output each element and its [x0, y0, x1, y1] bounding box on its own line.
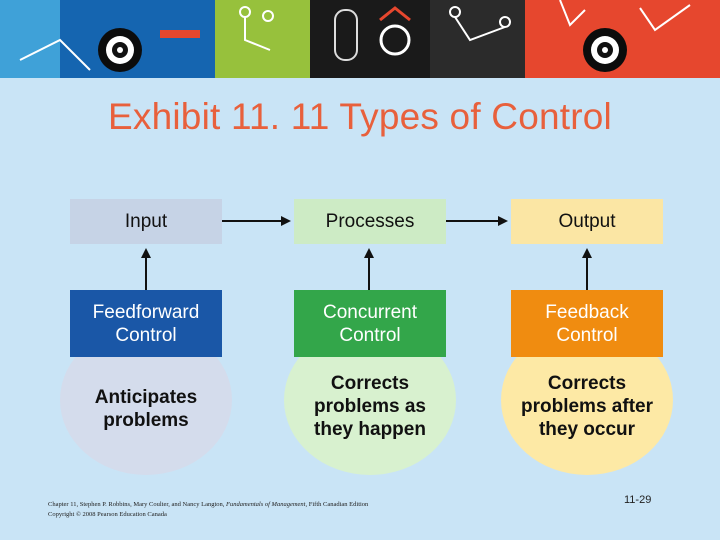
input-effect-text: Anticipates problems — [60, 386, 232, 432]
citation-prefix: Chapter 11, Stephen P. Robbins, Mary Cou… — [48, 501, 225, 508]
concurrent-label-line2: Control — [339, 324, 401, 346]
output-effect-line1: Corrects — [547, 373, 627, 394]
output-effect-text: Corrects problems after they occur — [501, 372, 673, 441]
footer-citation: Chapter 11, Stephen P. Robbins, Mary Cou… — [48, 500, 368, 520]
feedback-label-line1: Feedback — [545, 301, 629, 323]
slide-title: Exhibit 11. 11 Types of Control — [108, 96, 612, 137]
processes-effect-line3: they happen — [314, 419, 426, 440]
header-banner — [0, 0, 720, 78]
processes-effect-text: Corrects problems as they happen — [284, 372, 456, 441]
input-effect-line2: problems — [103, 410, 189, 431]
input-box: Input — [70, 199, 222, 244]
citation-copyright: Copyright © 2008 Pearson Education Canad… — [48, 511, 167, 518]
processes-label: Processes — [325, 211, 415, 232]
output-label: Output — [558, 211, 616, 232]
feedforward-control-box: Feedforward Control — [70, 290, 222, 357]
citation-book-title: Fundamentals of Management — [226, 501, 306, 508]
feedback-control-box: Feedback Control — [511, 290, 663, 357]
concurrent-control-box: Concurrent Control — [294, 290, 446, 357]
input-label: Input — [124, 211, 168, 232]
concurrent-label-line1: Concurrent — [323, 301, 417, 323]
processes-effect-line2: problems as — [314, 396, 426, 417]
feedforward-label-line1: Feedforward — [92, 301, 200, 323]
output-box: Output — [511, 199, 663, 244]
citation-suffix: , Fifth Canadian Edition — [305, 501, 369, 508]
processes-effect-line1: Corrects — [330, 373, 410, 394]
processes-box: Processes — [294, 199, 446, 244]
feedforward-label-line2: Control — [115, 324, 177, 346]
output-effect-line2: problems after — [521, 396, 653, 417]
output-effect-line3: they occur — [538, 419, 636, 440]
page-number: 11-29 — [624, 494, 652, 506]
feedback-label-line2: Control — [556, 324, 618, 346]
input-effect-line1: Anticipates — [94, 387, 198, 408]
banner-art — [0, 0, 720, 78]
citation-line1: Chapter 11, Stephen P. Robbins, Mary Cou… — [48, 500, 368, 510]
